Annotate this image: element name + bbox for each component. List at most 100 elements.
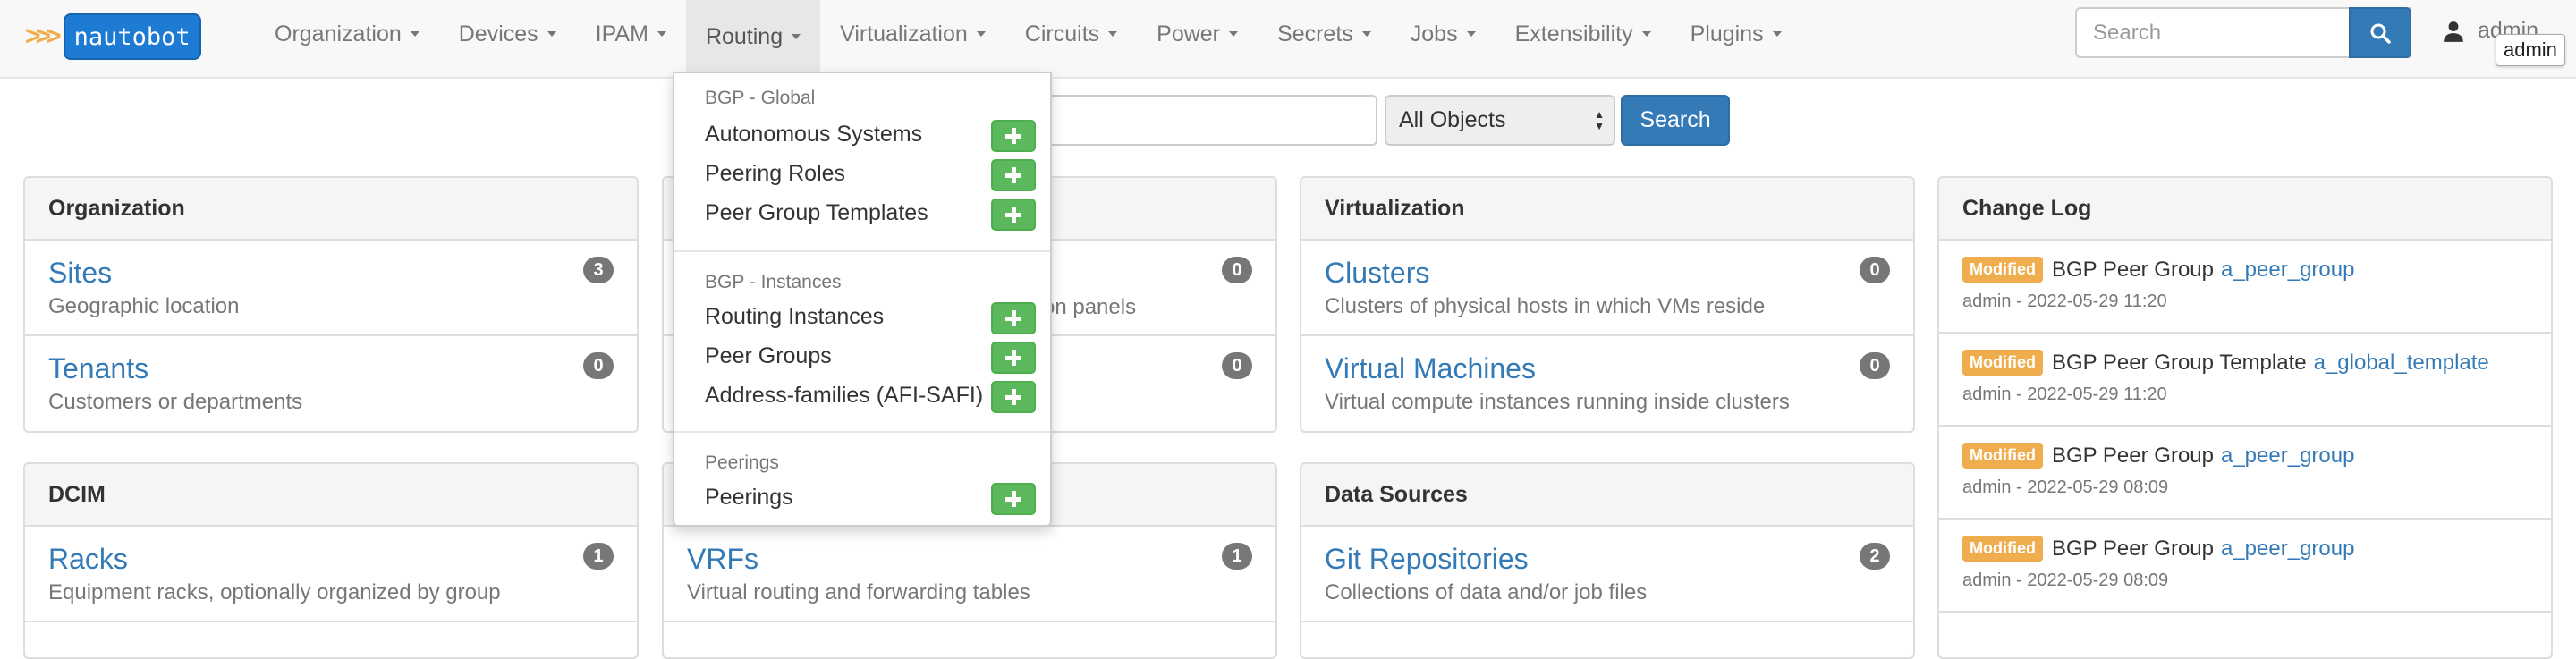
nav-label: IPAM — [595, 21, 648, 46]
changelog-entry: Modified BGP Peer Group a_peer_group adm… — [1939, 241, 2551, 334]
caret-down-icon — [1108, 31, 1118, 37]
logo-arrows: >>> — [25, 21, 61, 51]
panel-virtualization: Virtualization Clusters Clusters of phys… — [1300, 176, 1915, 433]
object-type-select[interactable]: All Objects ▲▼ — [1385, 95, 1615, 146]
nav-virtualization[interactable]: Virtualization — [820, 0, 1005, 68]
panel-data-sources: Data Sources Git Repositories Collection… — [1300, 462, 1915, 659]
panel-title: Change Log — [1939, 178, 2551, 241]
main-menu: Organization Devices IPAM Routing Virtua… — [255, 0, 1801, 73]
nav-label: Extensibility — [1514, 21, 1633, 46]
nav-devices[interactable]: Devices — [439, 0, 576, 68]
add-icon[interactable] — [991, 483, 1036, 515]
caret-down-icon — [1466, 31, 1476, 37]
global-search-button[interactable]: Search — [1621, 95, 1730, 146]
panel-row-sites: Sites Geographic location 3 — [25, 241, 637, 336]
search-icon — [2370, 23, 2391, 44]
caret-down-icon — [410, 31, 419, 37]
vrfs-link[interactable]: VRFs — [687, 543, 758, 575]
nav-circuits[interactable]: Circuits — [1005, 0, 1137, 68]
object-link[interactable]: a_peer_group — [2220, 536, 2355, 561]
caret-down-icon — [547, 31, 556, 37]
global-search-input[interactable] — [993, 95, 1377, 146]
count-badge: 3 — [583, 257, 614, 283]
nav-label: Power — [1157, 21, 1221, 46]
object-type: BGP Peer Group Template — [2052, 350, 2307, 375]
tenants-link[interactable]: Tenants — [48, 352, 149, 384]
panel-title: Organization — [25, 178, 637, 241]
virtual-machines-link[interactable]: Virtual Machines — [1325, 352, 1536, 384]
nav-organization[interactable]: Organization — [255, 0, 439, 68]
select-arrows-icon: ▲▼ — [1594, 108, 1605, 132]
nav-secrets[interactable]: Secrets — [1258, 0, 1391, 68]
panel-change-log: Change Log Modified BGP Peer Group a_pee… — [1937, 176, 2553, 659]
row-description: Geographic location — [48, 294, 240, 318]
object-type: BGP Peer Group — [2052, 257, 2214, 282]
count-badge: 0 — [1860, 257, 1890, 283]
menu-divider — [674, 431, 1050, 433]
panel-organization: Organization Sites Geographic location 3… — [23, 176, 639, 433]
menu-item-address-families[interactable]: Address-families (AFI-SAFI) — [705, 383, 984, 408]
nav-label: Devices — [458, 21, 538, 46]
nav-extensibility[interactable]: Extensibility — [1496, 0, 1671, 68]
routing-dropdown-menu: BGP - Global Autonomous Systems Peering … — [673, 72, 1052, 527]
panel-title: DCIM — [25, 464, 637, 527]
row-description: Virtual routing and forwarding tables — [687, 580, 1030, 604]
count-badge: 0 — [1222, 257, 1252, 283]
entry-meta: admin - 2022-05-29 11:20 — [1962, 384, 2167, 404]
menu-header-bgp-instances: BGP - Instances — [705, 272, 842, 292]
object-link[interactable]: a_peer_group — [2220, 257, 2355, 282]
menu-item-peering-roles[interactable]: Peering Roles — [705, 161, 846, 186]
panel-row-virtual-machines: Virtual Machines Virtual compute instanc… — [1301, 336, 1913, 431]
object-link[interactable]: a_peer_group — [2220, 443, 2355, 468]
nav-jobs[interactable]: Jobs — [1391, 0, 1496, 68]
add-icon[interactable] — [991, 381, 1036, 413]
panel-row-racks: Racks Equipment racks, optionally organi… — [25, 527, 637, 622]
menu-item-autonomous-systems[interactable]: Autonomous Systems — [705, 122, 923, 147]
nav-power[interactable]: Power — [1137, 0, 1258, 68]
caret-down-icon — [657, 31, 666, 37]
object-link[interactable]: a_global_template — [2313, 350, 2489, 375]
user-icon — [2444, 21, 2463, 42]
add-icon[interactable] — [991, 342, 1036, 374]
git-repositories-link[interactable]: Git Repositories — [1325, 543, 1529, 575]
nav-label: Virtualization — [840, 21, 968, 46]
menu-item-routing-instances[interactable]: Routing Instances — [705, 304, 885, 329]
add-icon[interactable] — [991, 302, 1036, 334]
changelog-entry: Modified BGP Peer Group a_peer_group adm… — [1939, 427, 2551, 520]
nautobot-logo[interactable]: >>> nautobot — [25, 13, 201, 61]
nav-plugins[interactable]: Plugins — [1671, 0, 1801, 68]
nav-search-button[interactable] — [2349, 7, 2411, 58]
count-badge: 0 — [1860, 352, 1890, 379]
sites-link[interactable]: Sites — [48, 257, 113, 289]
entry-meta: admin - 2022-05-29 08:09 — [1962, 477, 2169, 497]
nav-routing[interactable]: Routing — [685, 0, 821, 73]
logo-wordmark: nautobot — [63, 13, 201, 60]
panel-row-clusters: Clusters Clusters of physical hosts in w… — [1301, 241, 1913, 336]
caret-down-icon — [792, 34, 801, 39]
caret-down-icon — [1361, 31, 1371, 37]
nav-label: Organization — [275, 21, 402, 46]
add-icon[interactable] — [991, 199, 1036, 231]
clusters-link[interactable]: Clusters — [1325, 257, 1430, 289]
nav-ipam[interactable]: IPAM — [576, 0, 686, 68]
nav-label: Circuits — [1024, 21, 1100, 46]
row-description: Collections of data and/or job files — [1325, 580, 1648, 604]
status-badge: Modified — [1962, 350, 2043, 376]
row-description: Clusters of physical hosts in which VMs … — [1325, 294, 1766, 318]
panel-row-tenants: Tenants Customers or departments 0 — [25, 336, 637, 431]
caret-down-icon — [976, 31, 986, 37]
menu-item-peerings[interactable]: Peerings — [705, 485, 793, 510]
add-icon[interactable] — [991, 159, 1036, 191]
menu-item-peer-group-templates[interactable]: Peer Group Templates — [705, 200, 928, 225]
panel-dcim: DCIM Racks Equipment racks, optionally o… — [23, 462, 639, 659]
caret-down-icon — [1229, 31, 1239, 37]
panel-row-vrfs: VRFs Virtual routing and forwarding tabl… — [664, 527, 1275, 622]
status-badge: Modified — [1962, 257, 2043, 283]
add-icon[interactable] — [991, 120, 1036, 152]
menu-item-peer-groups[interactable]: Peer Groups — [705, 343, 832, 368]
nav-label: Plugins — [1690, 21, 1764, 46]
racks-link[interactable]: Racks — [48, 543, 128, 575]
nav-label: Jobs — [1410, 21, 1458, 46]
menu-header-peerings: Peerings — [705, 452, 779, 473]
status-badge: Modified — [1962, 536, 2043, 562]
